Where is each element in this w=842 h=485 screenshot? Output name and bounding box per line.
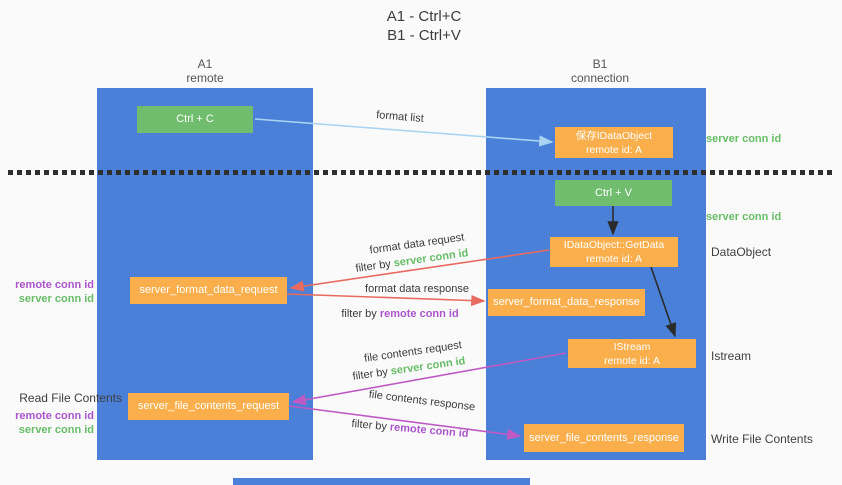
node-save-idataobject: 保存IDataObject remote id: A — [555, 127, 673, 158]
node-istream-line2: remote id: A — [603, 354, 661, 367]
node-istream-line1: IStream — [613, 340, 651, 353]
node-idataobject-getdata: IDataObject::GetData remote id: A — [550, 237, 678, 267]
lane-b1-name: B1 — [592, 57, 608, 71]
node-file-request-label: server_file_contents_request — [137, 400, 280, 412]
title-line-2: B1 - Ctrl+V — [387, 27, 461, 44]
arrow-format-data-response — [286, 293, 486, 307]
arrow-label-format-data-response: format data response — [365, 283, 469, 295]
filter-prefix: filter by — [341, 308, 380, 320]
lane-header-b1: B1 connection — [540, 57, 660, 85]
node-server-file-contents-request: server_file_contents_request — [128, 393, 289, 420]
lane-b1-role: connection — [570, 71, 630, 85]
label-server-conn-id-1: server conn id — [18, 293, 94, 305]
arrow-label-filter-format-response: filter by remote conn id — [341, 308, 458, 320]
node-ctrl-v-label: Ctrl + V — [595, 186, 632, 199]
label-remote-conn-id-1: remote conn id — [15, 279, 94, 291]
filter-prefix: filter by — [351, 365, 392, 383]
lane-header-a1: A1 remote — [145, 57, 265, 85]
label-istream: Istream — [711, 349, 752, 363]
title-line-1: A1 - Ctrl+C — [386, 8, 462, 25]
phase-separator-dotted-line — [8, 170, 836, 175]
label-conn-id-pair-1: remote conn id server conn id — [0, 278, 94, 306]
node-save-idataobject-line2: remote id: A — [585, 143, 643, 156]
node-server-format-data-response: server_format_data_response — [488, 289, 645, 316]
label-read-file-contents: Read File Contents — [19, 391, 122, 405]
label-dataobject: DataObject — [711, 245, 772, 259]
arrow-label-format-list: format list — [375, 109, 425, 125]
node-ctrl-c-label: Ctrl + C — [176, 113, 214, 125]
node-getdata-line2: remote id: A — [585, 253, 643, 265]
node-getdata-line1: IDataObject::GetData — [563, 239, 665, 251]
label-remote-conn-id-2: remote conn id — [15, 410, 94, 422]
lane-a1-name: A1 — [197, 57, 213, 71]
filter-key-remote-conn-id: remote conn id — [379, 308, 459, 320]
bottom-blue-strip — [233, 478, 530, 485]
label-server-conn-id-mid: server conn id — [706, 211, 782, 223]
label-conn-id-pair-2: remote conn id server conn id — [0, 409, 94, 437]
node-server-file-contents-response: server_file_contents_response — [524, 424, 684, 452]
label-server-conn-id-top: server conn id — [706, 133, 782, 145]
label-write-file-contents: Write File Contents — [711, 432, 813, 446]
arrow-label-filter-file-response: filter by remote conn id — [351, 418, 469, 440]
node-server-format-data-request: server_format_data_request — [130, 277, 287, 304]
diagram-title: A1 - Ctrl+C B1 - Ctrl+V — [304, 7, 544, 45]
node-save-idataobject-line1: 保存IDataObject — [575, 129, 653, 142]
node-istream: IStream remote id: A — [568, 339, 696, 368]
filter-prefix: filter by — [354, 257, 395, 275]
lane-a1-role: remote — [186, 71, 224, 85]
node-ctrl-c: Ctrl + C — [137, 106, 253, 133]
filter-prefix: filter by — [351, 417, 391, 434]
filter-key-remote-conn-id: remote conn id — [389, 421, 469, 441]
node-file-response-label: server_file_contents_response — [529, 431, 679, 444]
arrow-label-file-contents-response: file contents response — [368, 388, 476, 414]
node-format-request-label: server_format_data_request — [139, 284, 278, 296]
node-ctrl-v: Ctrl + V — [555, 180, 672, 206]
node-format-response-label: server_format_data_response — [493, 296, 640, 308]
label-server-conn-id-2: server conn id — [18, 424, 94, 436]
